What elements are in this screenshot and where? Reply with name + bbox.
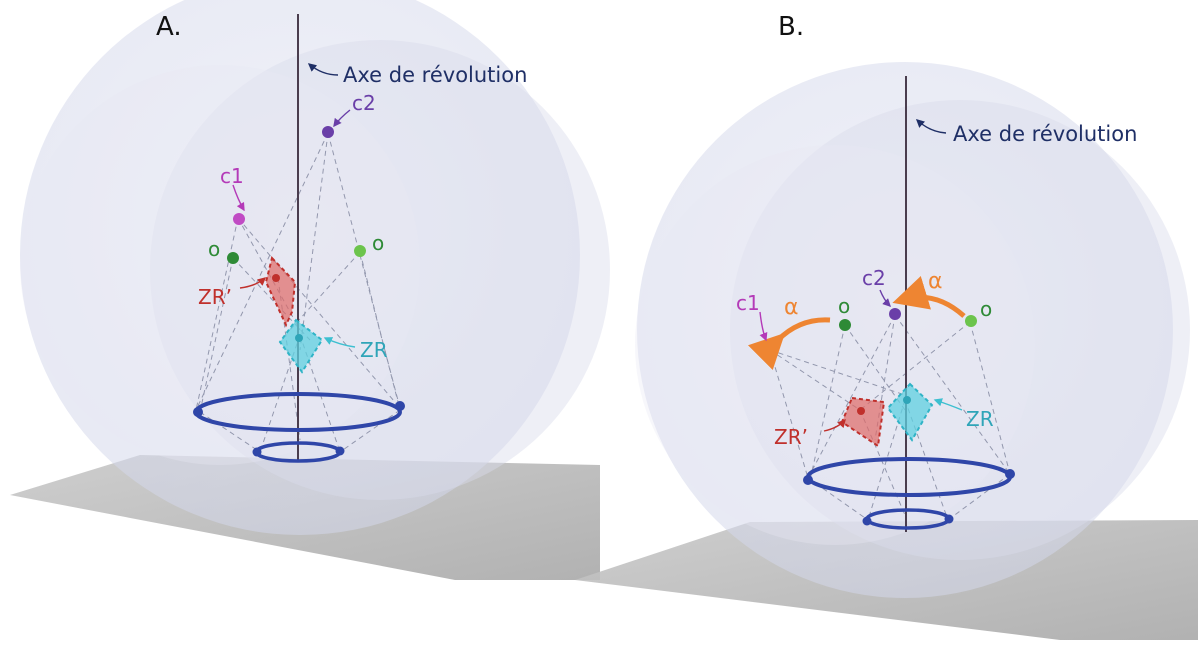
c2-point — [322, 126, 334, 138]
zr-prime-region — [264, 256, 297, 328]
sphere-left — [635, 145, 1035, 545]
ring-node — [395, 401, 405, 411]
panel-b-title: B. — [778, 12, 804, 42]
zr-label: ZR — [360, 338, 388, 362]
ring-node — [335, 446, 345, 456]
o-right-point — [354, 245, 366, 257]
zr-prime-arrow — [823, 418, 846, 432]
c2-point — [889, 308, 901, 320]
zr-prime-region — [840, 396, 886, 448]
zr-prime-arrow — [239, 277, 267, 289]
sphere-back — [20, 0, 580, 535]
o-right-label: o — [372, 231, 384, 255]
ring-node — [862, 516, 872, 526]
zr-label: ZR — [966, 407, 994, 431]
ring-node — [803, 475, 813, 485]
axis-label-arrow — [915, 119, 947, 134]
c1-point — [233, 213, 245, 225]
axis-label: Axe de révolution — [953, 122, 1137, 146]
o-left-label: o — [208, 237, 220, 261]
zr-arrow — [323, 337, 356, 348]
o-left-label: o — [838, 294, 850, 318]
c1-arrow — [759, 311, 768, 342]
c1-point — [764, 343, 776, 355]
zr-center — [295, 334, 303, 342]
zr-arrow — [933, 398, 963, 411]
alpha-arc-left — [747, 317, 831, 371]
panel-a-title: A. — [156, 12, 182, 42]
ring-node — [1005, 469, 1015, 479]
ring-node — [252, 447, 262, 457]
zr-region — [278, 318, 324, 374]
alpha-arc-right — [892, 276, 966, 318]
sphere-left — [20, 65, 420, 465]
axis-label-arrow — [307, 63, 339, 76]
ring-node — [944, 514, 954, 524]
sphere-front — [150, 40, 610, 500]
zr-prime-label: ZR’ — [198, 285, 232, 309]
axis-label: Axe de révolution — [343, 63, 527, 87]
panel-b: B. Axe de révolution c1 c2 o o α α ZR’ Z… — [575, 12, 1198, 640]
o-left-point — [227, 252, 239, 264]
c2-label: c2 — [862, 266, 886, 290]
zr-prime-center — [857, 407, 865, 415]
c1-arrow — [232, 184, 245, 212]
zr-prime-label: ZR’ — [774, 425, 808, 449]
alpha-right-label: α — [928, 269, 943, 294]
o-left-point — [839, 319, 851, 331]
panel-a: A. Axe de révolution c1 c2 o o ZR’ ZR — [10, 0, 610, 580]
c1-label: c1 — [220, 164, 244, 188]
c1-label: c1 — [736, 291, 760, 315]
zr-prime-center — [272, 274, 280, 282]
o-right-label: o — [980, 297, 992, 321]
c2-arrow — [879, 289, 891, 307]
alpha-left-label: α — [784, 295, 799, 320]
zr-center — [903, 396, 911, 404]
c2-arrow — [333, 109, 351, 128]
c2-label: c2 — [352, 91, 376, 115]
o-right-point — [965, 315, 977, 327]
zr-region — [886, 382, 934, 442]
ring-node — [193, 407, 203, 417]
